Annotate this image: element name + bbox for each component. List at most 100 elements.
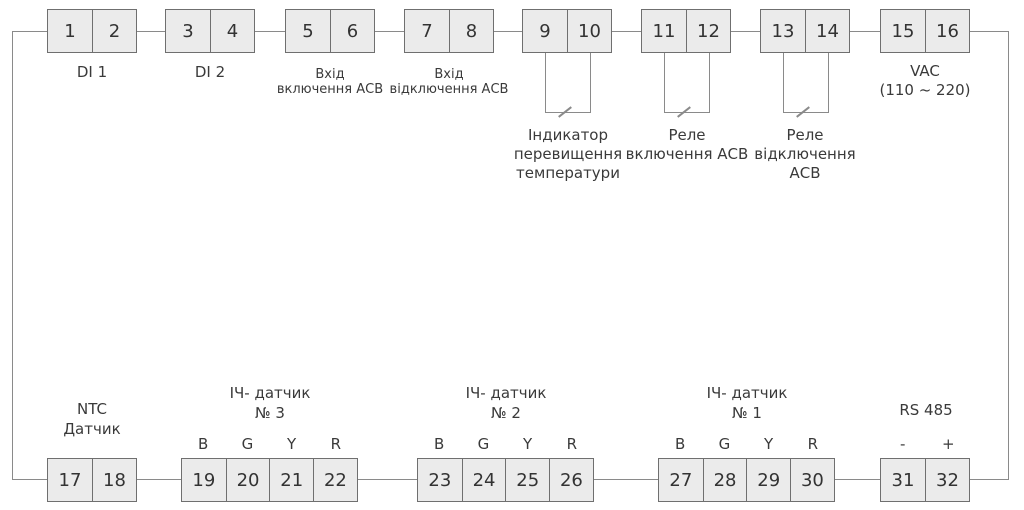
terminal-block-ir-sensor-3: 19 20 21 22 [181,458,358,502]
label-acb-on-relay: Реле включення АСВ [626,126,749,164]
terminal-26: 26 [549,459,593,501]
pin-label-r: R [330,435,342,453]
terminal-block-acb-on-input: 5 6 [285,9,375,53]
label-line: ІЧ- датчик [465,384,547,402]
contact-9-10-wire-right [590,53,591,112]
terminal-block-di2: 3 4 [165,9,255,53]
label-line: № 1 [732,404,762,422]
terminal-18: 18 [92,459,136,501]
terminal-27: 27 [669,469,693,491]
label-line: включення АСВ [276,82,384,97]
label-line: перевищення [513,145,623,163]
label-vac: VAC (110 ~ 220) [879,62,970,100]
terminal-8: 8 [449,10,493,52]
contact-11-12-wire-left [664,53,665,112]
terminal-block-di1: 1 2 [47,9,137,53]
terminal-block-acb-off-relay: 13 14 [760,9,850,53]
pin-label-b: B [433,435,445,453]
pin-label-y: Y [523,435,533,453]
terminal-19: 19 [192,469,216,491]
label-ir-sensor-1: ІЧ- датчик № 1 [707,383,788,423]
label-line: DI 2 [194,63,226,81]
pin-labels-rs485: - + [880,436,971,452]
left-side-wire [12,31,13,480]
terminal-14: 14 [805,10,849,52]
label-line: АСВ [789,164,821,182]
terminal-22: 22 [313,459,357,501]
contact-11-12-wire-right [709,53,710,112]
terminal-16: 16 [925,10,969,52]
terminal-17: 17 [58,469,82,491]
pin-label-y: Y [287,435,297,453]
terminal-21: 21 [269,459,313,501]
label-ntc-sensor: NTC Датчик [63,399,120,439]
terminal-15: 15 [891,20,915,42]
label-line: RS 485 [899,401,953,419]
terminal-7: 7 [421,20,433,42]
label-line: температури [516,164,620,182]
terminal-2: 2 [92,10,136,52]
terminal-block-acb-on-relay: 11 12 [641,9,731,53]
label-overtemp-indicator: Індикатор перевищення температури [514,126,622,183]
label-line: № 2 [491,404,521,422]
terminal-block-ntc: 17 18 [47,458,137,502]
pin-label-y: Y [764,435,774,453]
pin-label-b: B [197,435,209,453]
contact-13-14-wire-left [783,53,784,112]
label-line: ІЧ- датчик [706,384,788,402]
terminal-24: 24 [461,459,506,501]
label-line: відключення [754,145,856,163]
label-line: Реле [786,126,824,144]
terminal-6: 6 [330,10,374,52]
terminal-29: 29 [746,459,790,501]
terminal-block-vac: 15 16 [880,9,970,53]
label-acb-on-input: Вхід включення АСВ [277,67,383,97]
terminal-10: 10 [567,10,611,52]
terminal-32: 32 [925,459,969,501]
label-rs485: RS 485 [899,400,952,420]
terminal-28: 28 [702,459,747,501]
terminal-12: 12 [686,10,730,52]
label-line: відключення АСВ [389,82,509,97]
label-acb-off-relay: Реле відключення АСВ [754,126,855,183]
label-line: VAC [910,62,940,80]
pin-label-minus: - [900,435,906,453]
contact-11-12-wire-bottom [664,112,710,113]
top-bus-wire [12,31,1009,32]
pin-label-r: R [566,435,578,453]
terminal-13: 13 [771,20,795,42]
label-line: Датчик [63,420,121,438]
terminal-30: 30 [790,459,834,501]
pin-labels-ir-sensor-1: B G Y R [658,436,835,452]
terminal-4: 4 [210,10,254,52]
label-line: ІЧ- датчик [229,384,311,402]
terminal-23: 23 [428,469,452,491]
pin-labels-ir-sensor-2: B G Y R [417,436,594,452]
label-acb-off-input: Вхід відключення АСВ [390,67,509,97]
label-line: включення АСВ [625,145,749,163]
contact-13-14-wire-right [828,53,829,112]
label-di2: DI 2 [195,63,225,82]
label-line: Реле [668,126,706,144]
label-line: Індикатор [527,126,609,144]
right-side-wire [1008,31,1009,480]
pin-label-r: R [807,435,819,453]
terminal-block-acb-off-input: 7 8 [404,9,494,53]
label-line: № 3 [255,404,285,422]
contact-9-10-wire-left [545,53,546,112]
terminal-1: 1 [64,20,76,42]
terminal-25: 25 [505,459,549,501]
pin-label-g: G [718,435,731,453]
label-line: (110 ~ 220) [879,81,971,99]
label-di1: DI 1 [77,63,107,82]
terminal-block-ir-sensor-1: 27 28 29 30 [658,458,835,502]
label-ir-sensor-2: ІЧ- датчик № 2 [466,383,547,423]
pin-label-g: G [477,435,490,453]
terminal-9: 9 [539,20,551,42]
terminal-11: 11 [652,20,676,42]
terminal-block-overtemp-indicator: 9 10 [522,9,612,53]
label-ir-sensor-3: ІЧ- датчик № 3 [230,383,311,423]
terminal-5: 5 [302,20,314,42]
contact-13-14-wire-bottom [783,112,829,113]
